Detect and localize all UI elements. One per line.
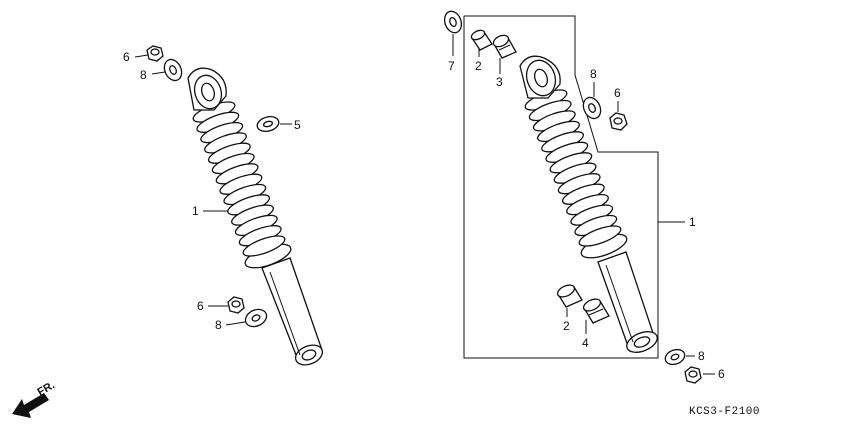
- callout-spacer-washer: 5: [294, 118, 301, 132]
- right-cap-nut-top: [609, 112, 628, 131]
- left-shock-absorber: [187, 67, 324, 366]
- callout-bushing-bottom: 4: [582, 336, 589, 350]
- left-coil-spring: [192, 101, 286, 257]
- diagram-code: KCS3-F2100: [689, 406, 760, 418]
- left-washer-top: [163, 58, 183, 82]
- right-collar-bottom: [556, 284, 583, 308]
- leader-line: [151, 71, 166, 75]
- left-washer-bottom: [244, 308, 268, 328]
- right-cap-nut-bottom: [684, 366, 702, 384]
- assembly-bracket: [463, 15, 659, 359]
- callout-bushing-top: 3: [496, 75, 503, 89]
- right-damper-body: [597, 251, 658, 353]
- callout-cap-nut-bottom: 6: [718, 367, 725, 381]
- callout-shock-body: 1: [192, 204, 199, 218]
- right-side-washer: [443, 10, 463, 34]
- leader-line: [134, 54, 149, 58]
- right-coil-spring: [524, 89, 622, 247]
- callout-washer-bottom: 8: [215, 318, 222, 332]
- callout-washer-top: 8: [140, 68, 147, 82]
- left-damper-body: [261, 257, 324, 366]
- spring-coil: [242, 235, 286, 257]
- front-direction-arrow: FR.: [12, 379, 57, 418]
- right-washer-top: [582, 96, 602, 120]
- callout-washer-top: 8: [590, 67, 597, 81]
- direction-label: FR.: [36, 379, 57, 398]
- leader-line: [225, 321, 246, 326]
- callout-cap-nut-bottom: 6: [197, 299, 204, 313]
- callout-washer-bottom: 8: [698, 349, 705, 363]
- callout-collar-bottom: 2: [563, 319, 570, 333]
- right-collar-top: [470, 29, 493, 51]
- callout-shock-body: 1: [689, 215, 696, 229]
- left-top-eye: [187, 67, 227, 111]
- left-cap-nut-bottom: [227, 296, 245, 314]
- callout-cap-nut-top: 6: [123, 50, 130, 64]
- left-cap-nut-top: [146, 45, 164, 62]
- callout-collar-top: 2: [475, 59, 482, 73]
- callout-side-washer: 7: [448, 59, 455, 73]
- right-top-eye: [519, 55, 561, 99]
- callout-cap-nut-top: 6: [614, 86, 621, 100]
- left-spacer-washer: [256, 116, 280, 132]
- right-washer-bottom: [664, 348, 686, 366]
- right-shock-absorber: [519, 55, 658, 353]
- spring-coil: [578, 225, 622, 247]
- right-bushing-bottom: [582, 298, 610, 324]
- right-bushing-top: [492, 34, 517, 59]
